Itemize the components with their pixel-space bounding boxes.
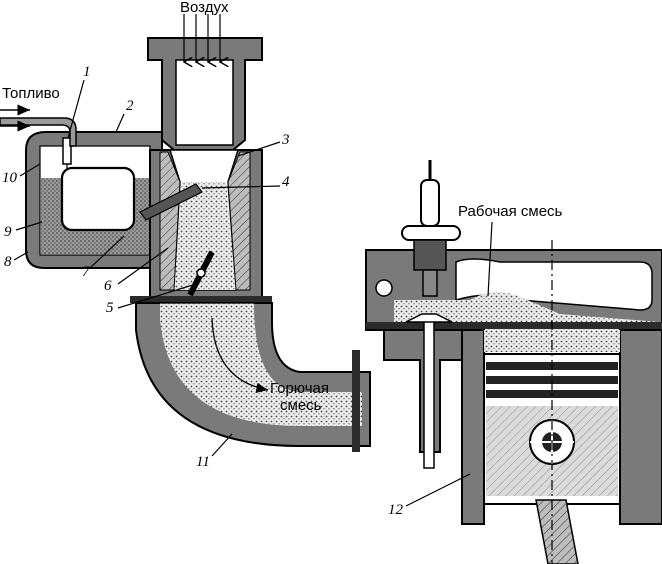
float-chamber [25, 131, 163, 269]
callout-10: 10 [2, 170, 18, 186]
connecting-rod [535, 499, 579, 564]
cylinder-head [365, 249, 662, 331]
callout-9: 9 [4, 224, 12, 240]
callout-12: 12 [388, 502, 404, 518]
callout-1: 1 [83, 64, 91, 80]
air-label: Воздух [180, 0, 229, 16]
working-mixture-label: Рабочая смесь [458, 203, 563, 220]
callout-5: 5 [106, 300, 114, 316]
intake-manifold [135, 302, 371, 452]
callout-11: 11 [196, 454, 210, 470]
spark-plug [401, 160, 461, 297]
fuel-label: Топливо [2, 85, 60, 102]
working-mixture-leader [487, 221, 493, 297]
mixing-chamber [130, 149, 272, 303]
sprayer-nozzle [139, 183, 203, 221]
air-intake-pipe [147, 37, 263, 151]
callouts: 1 2 3 4 5 6 7 8 9 10 11 12 [2, 64, 471, 518]
piston [483, 240, 621, 564]
air-flow-arrows [184, 14, 220, 62]
combustible-mixture-label-1: Горючая [270, 380, 329, 397]
callout-6: 6 [104, 278, 112, 294]
combustible-mixture-label-2: смесь [280, 397, 322, 414]
callout-3: 3 [281, 132, 290, 148]
callout-8: 8 [4, 254, 12, 270]
fuel-inlet-pipe [0, 104, 77, 147]
callout-7: 7 [82, 264, 91, 280]
float [60, 166, 136, 232]
callout-4: 4 [282, 174, 290, 190]
callout-2: 2 [126, 98, 134, 114]
